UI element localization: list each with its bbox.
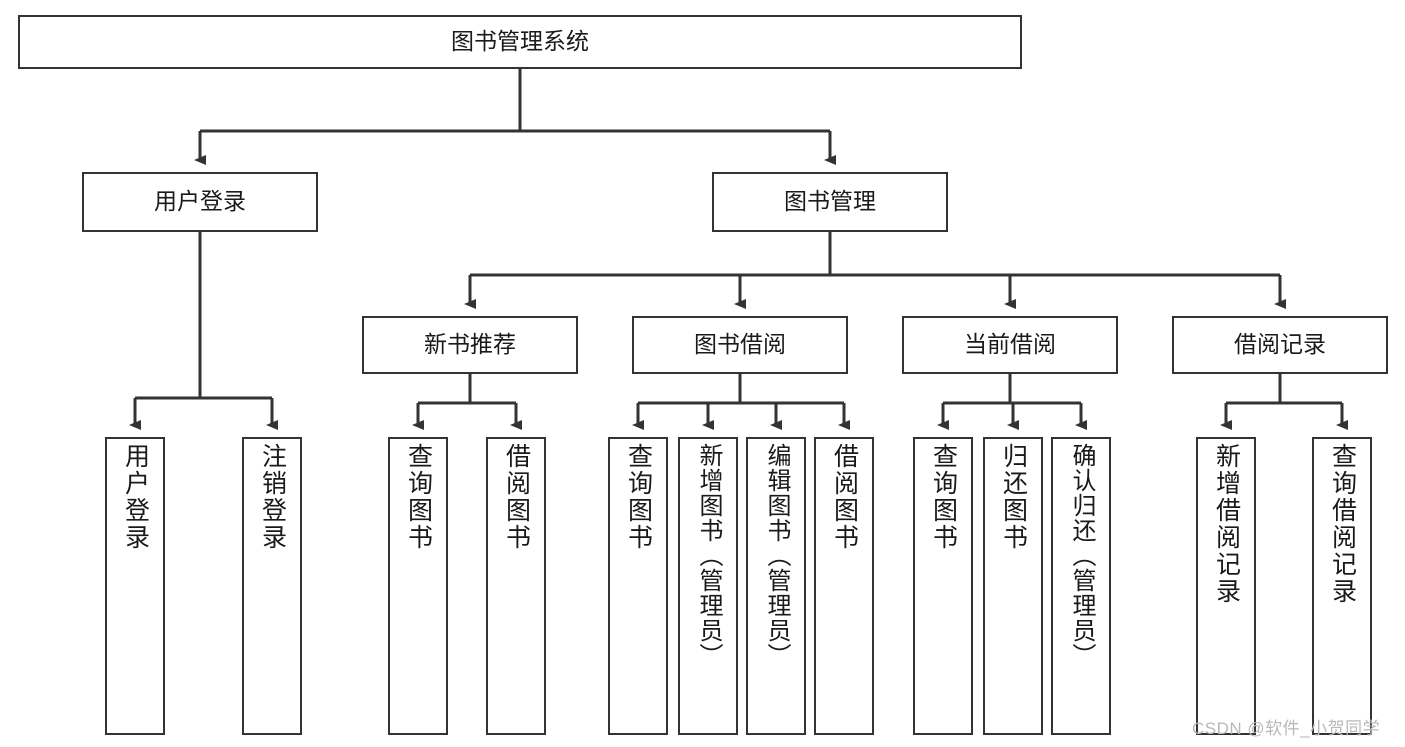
node-book-borrow[interactable]: 图书借阅 [632,316,848,374]
leaf-borrow-book-rec-label: 借阅图书 [502,443,531,551]
node-current-borrow-label: 当前借阅 [964,331,1056,358]
leaf-user-login[interactable]: 用户登录 [105,437,165,735]
leaf-confirm-return-label: 确认归还（管理员） [1068,443,1095,668]
node-user-login-label: 用户登录 [154,188,246,215]
leaf-query-book-borrow-label: 查询图书 [624,443,653,551]
node-borrow-record-label: 借阅记录 [1234,331,1326,358]
leaf-add-record[interactable]: 新增借阅记录 [1196,437,1256,735]
leaf-return-book-label: 归还图书 [999,443,1028,551]
node-root[interactable]: 图书管理系统 [18,15,1022,69]
leaf-add-book-label: 新增图书（管理员） [695,443,722,668]
leaf-query-book-cur-label: 查询图书 [929,443,958,551]
leaf-query-record-label: 查询借阅记录 [1328,443,1357,605]
leaf-borrow-book[interactable]: 借阅图书 [814,437,874,735]
leaf-borrow-book-rec[interactable]: 借阅图书 [486,437,546,735]
node-new-book-rec[interactable]: 新书推荐 [362,316,578,374]
leaf-logout[interactable]: 注销登录 [242,437,302,735]
node-new-book-rec-label: 新书推荐 [424,331,516,358]
csdn-watermark: CSDN @软件_小贺同学 [1192,719,1381,738]
node-book-manage[interactable]: 图书管理 [712,172,948,232]
leaf-add-record-label: 新增借阅记录 [1212,443,1241,605]
node-current-borrow[interactable]: 当前借阅 [902,316,1118,374]
leaf-confirm-return[interactable]: 确认归还（管理员） [1051,437,1111,735]
leaf-return-book[interactable]: 归还图书 [983,437,1043,735]
node-user-login[interactable]: 用户登录 [82,172,318,232]
node-root-label: 图书管理系统 [451,28,589,55]
leaf-query-book-rec-label: 查询图书 [404,443,433,551]
leaf-borrow-book-label: 借阅图书 [830,443,859,551]
leaf-query-book-borrow[interactable]: 查询图书 [608,437,668,735]
leaf-edit-book[interactable]: 编辑图书（管理员） [746,437,806,735]
leaf-query-book-rec[interactable]: 查询图书 [388,437,448,735]
leaf-add-book[interactable]: 新增图书（管理员） [678,437,738,735]
node-borrow-record[interactable]: 借阅记录 [1172,316,1388,374]
node-book-manage-label: 图书管理 [784,188,876,215]
leaf-query-book-cur[interactable]: 查询图书 [913,437,973,735]
leaf-edit-book-label: 编辑图书（管理员） [763,443,790,668]
leaf-query-record[interactable]: 查询借阅记录 [1312,437,1372,735]
node-book-borrow-label: 图书借阅 [694,331,786,358]
leaf-user-login-label: 用户登录 [121,443,150,551]
leaf-logout-label: 注销登录 [258,443,287,551]
